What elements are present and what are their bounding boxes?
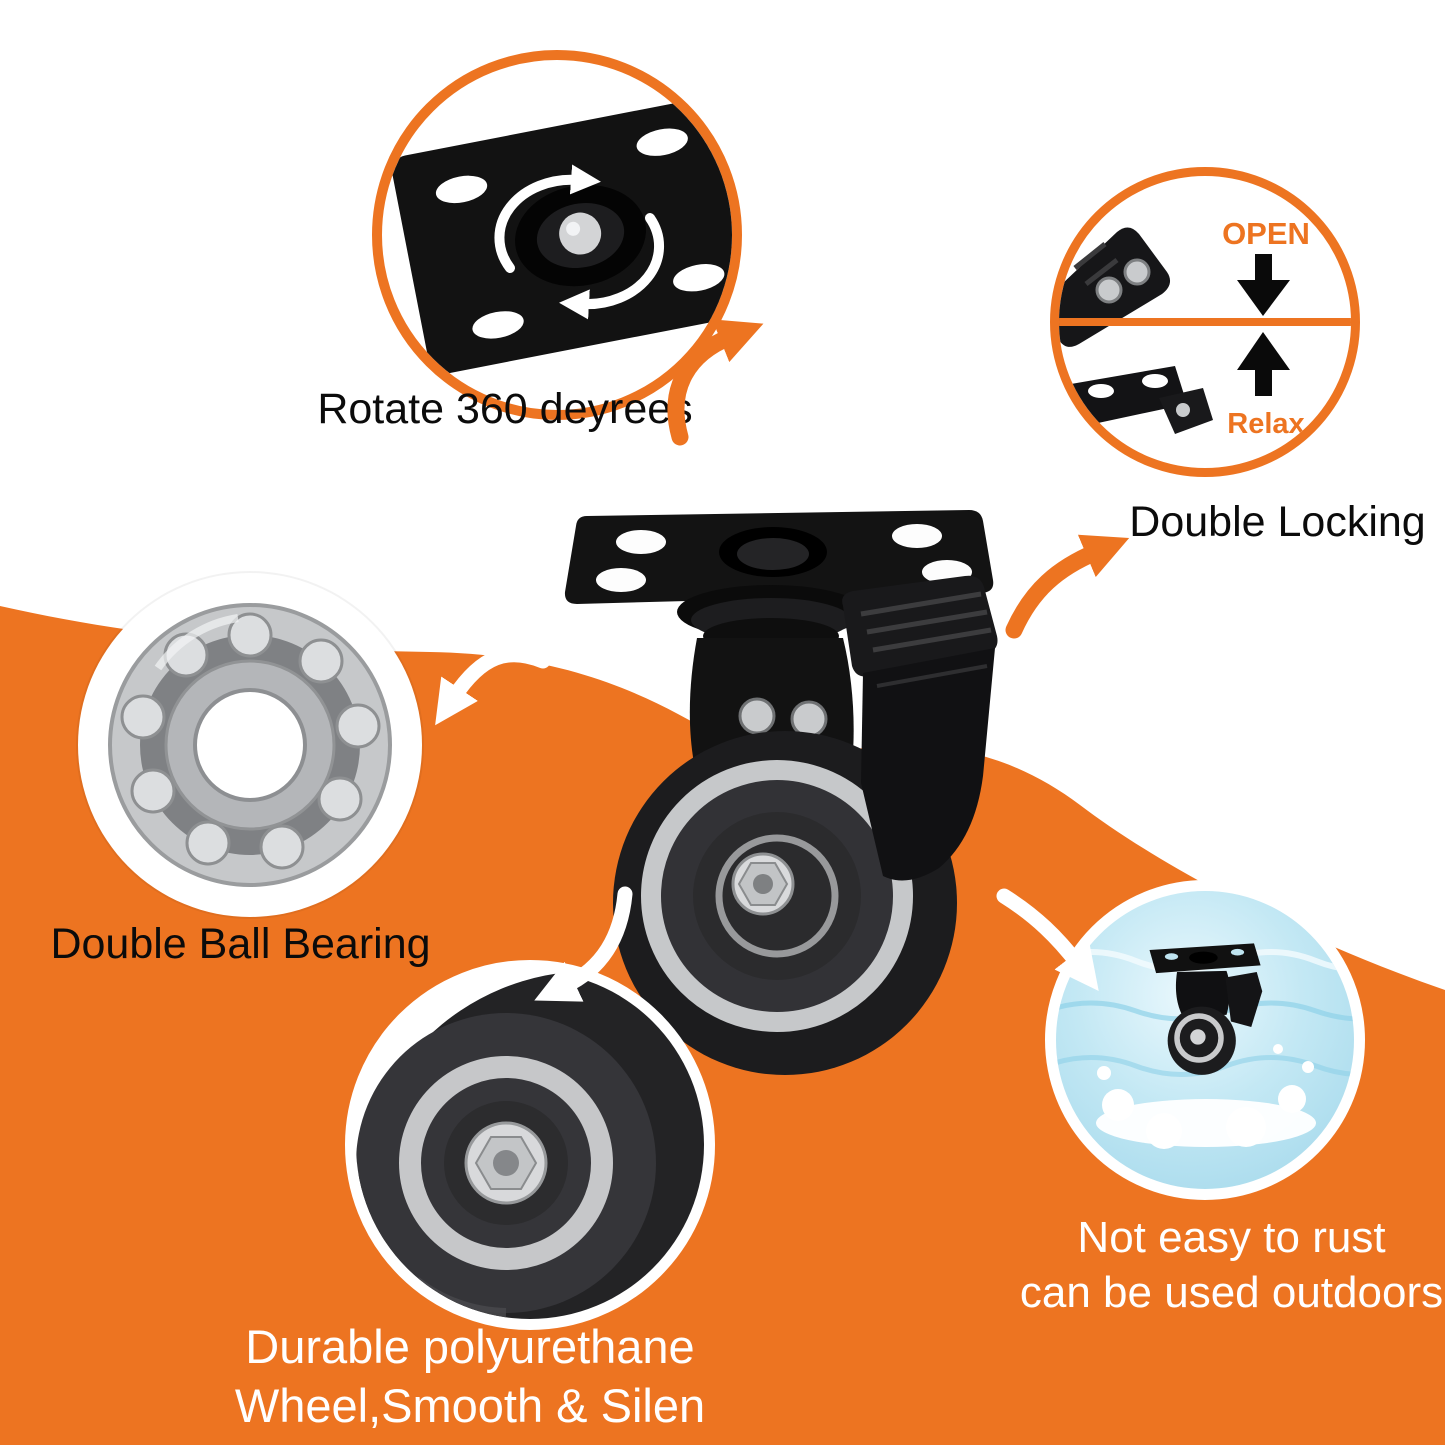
wheel-closeup-image xyxy=(356,971,704,1319)
bearing-label: Double Ball Bearing xyxy=(50,920,431,968)
arrow-to-locking-icon xyxy=(1005,534,1130,639)
locking-label: Double Locking xyxy=(1129,498,1426,546)
rotate-detail-circle xyxy=(372,50,742,420)
divider-line xyxy=(1059,318,1351,326)
arrow-to-wheel-icon xyxy=(534,886,633,1002)
relax-text: Relax xyxy=(1227,408,1305,440)
arrow-to-rotate-icon xyxy=(667,319,764,446)
arrow-to-bearing-icon xyxy=(435,647,551,726)
top-plate-closeup-image xyxy=(392,98,732,374)
brake-lock-closeup-image xyxy=(1059,227,1351,434)
wheel-label-line2: Wheel,Smooth & Silen xyxy=(234,1378,706,1432)
water-splash xyxy=(1096,1044,1316,1149)
rust-label: Not easy to rust can be used outdoors xyxy=(1018,1210,1445,1320)
caster-in-water-image xyxy=(1056,943,1354,1149)
waterproof-detail-circle xyxy=(1045,880,1365,1200)
release-up-arrow-icon xyxy=(1237,332,1290,396)
caster-product-image xyxy=(564,510,998,1075)
open-text: OPEN xyxy=(1222,216,1310,251)
rotate-label: Rotate 360 deyrees xyxy=(317,385,693,433)
arrow-to-waterproof-icon xyxy=(996,888,1099,991)
rust-label-line1: Not easy to rust xyxy=(1077,1213,1386,1262)
rust-label-line2: can be used outdoors xyxy=(1019,1268,1444,1317)
wheel-detail-circle xyxy=(345,960,715,1330)
press-down-arrow-icon xyxy=(1237,254,1290,316)
locking-detail-circle: OPEN Relax xyxy=(1050,167,1360,477)
rotation-arrow-icon xyxy=(494,164,665,320)
ball-bearing-image xyxy=(108,603,392,887)
wheel-label: Durable polyurethane Wheel,Smooth & Sile… xyxy=(180,1318,760,1436)
bearing-detail-circle xyxy=(78,573,422,917)
wheel-label-line1: Durable polyurethane xyxy=(245,1320,695,1373)
